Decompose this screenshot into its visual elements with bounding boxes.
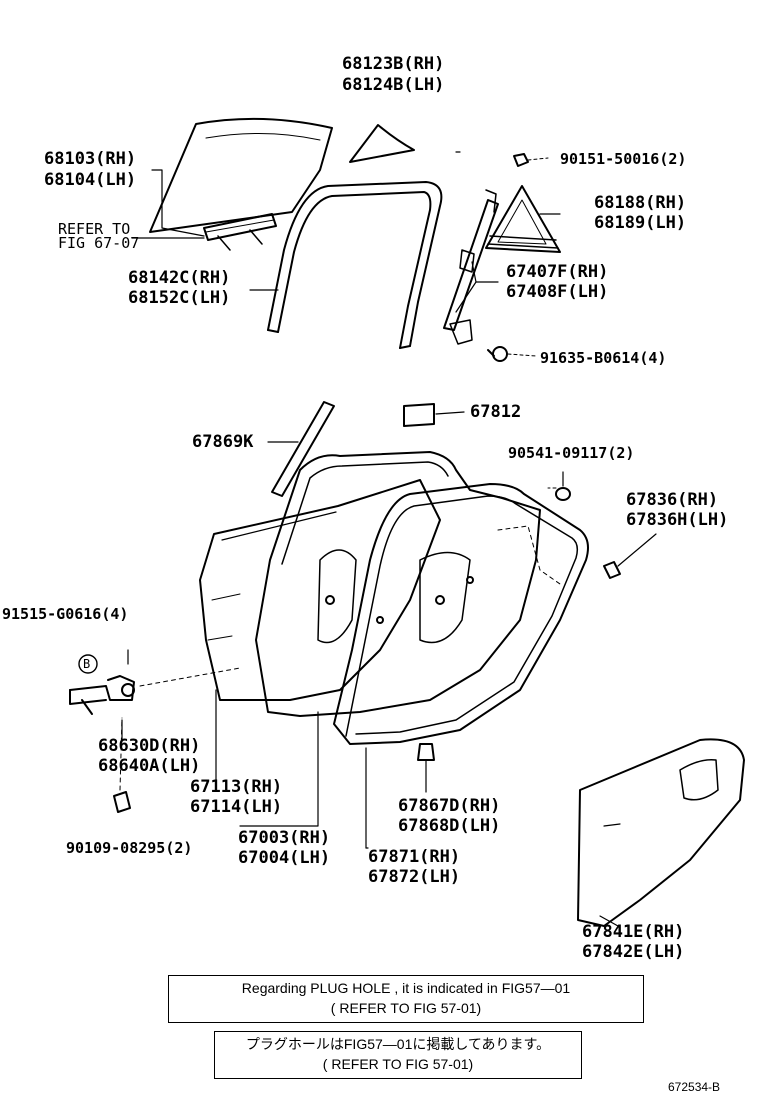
part-label-67004-lh: 67004(LH): [238, 848, 331, 868]
refer-to-label: REFER TO: [58, 220, 131, 238]
part-label-67871-rh: 67871(RH): [368, 847, 461, 867]
part-label-68188-rh: 68188(RH): [594, 193, 687, 213]
part-label-68142c-rh: 68142C(RH): [128, 268, 231, 288]
note-japanese-line-1: プラグホールはFIG57—01に掲載してあります。: [245, 1036, 551, 1052]
division-bar: [443, 189, 499, 345]
part-label-68104-lh: 68104(LH): [44, 170, 137, 190]
part-label-68124b-lh: 68124B(LH): [342, 75, 445, 95]
part-label-68123b-rh: 68123B(RH): [342, 54, 445, 74]
bolt-90109: [113, 791, 131, 813]
leader-lines-lower: [121, 649, 369, 849]
plug-hole-note-japanese: プラグホールはFIG57—01に掲載してあります。 ( REFER TO FIG…: [214, 1031, 582, 1079]
leader-lines-upper: [131, 151, 561, 313]
part-label-68630d-rh: 68630D(RH): [98, 736, 201, 756]
pad-67812: [403, 403, 435, 427]
door-weatherstrip-67871: [333, 483, 589, 745]
quarter-window-glass: [485, 185, 561, 253]
glass-channel: [203, 213, 277, 251]
callout-b: B: [83, 657, 91, 671]
screw-90151: [513, 153, 549, 167]
part-label-68189-lh: 68189(LH): [594, 213, 687, 233]
part-label-67836-rh: 67836(RH): [626, 490, 719, 510]
part-label-67836h-lh: 67836H(LH): [626, 510, 729, 530]
part-label-67868d-lh: 67868D(LH): [398, 816, 501, 836]
plug-hole-note-english: Regarding PLUG HOLE , it is indicated in…: [168, 975, 644, 1023]
note-english-line-2: ( REFER TO FIG 57-01): [330, 1000, 482, 1016]
quarter-glass: [349, 124, 415, 163]
weatherstrip-67869k: [271, 401, 335, 497]
part-label-67113-rh: 67113(RH): [190, 777, 283, 797]
note-japanese-line-2: ( REFER TO FIG 57-01): [322, 1056, 474, 1072]
part-label-67407f-rh: 67407F(RH): [506, 262, 609, 282]
part-label-68640a-lh: 68640A(LH): [98, 756, 201, 776]
part-label-67812: 67812: [470, 402, 522, 422]
clip-67836: [603, 533, 657, 579]
clip-90541: [547, 471, 571, 501]
part-label-90541-09117: 90541-09117(2): [508, 444, 635, 462]
part-label-67841e-rh: 67841E(RH): [582, 922, 685, 942]
part-label-67408f-lh: 67408F(LH): [506, 282, 609, 302]
fig-67-07-label: FIG 67-07: [58, 234, 140, 252]
part-label-67114-lh: 67114(LH): [190, 797, 283, 817]
door-hinge: [69, 675, 135, 715]
part-label-91635-b0614: 91635-B0614(4): [540, 349, 667, 367]
part-label-67869k: 67869K: [192, 432, 254, 452]
part-label-67872-lh: 67872(LH): [368, 867, 461, 887]
part-label-67003-rh: 67003(RH): [238, 828, 331, 848]
part-label-91515-g0616: 91515-G0616(4): [2, 605, 129, 623]
part-label-68152c-lh: 68152C(LH): [128, 288, 231, 308]
glass-run-channel: [267, 181, 443, 349]
door-outer-panel: [199, 479, 441, 701]
note-english-line-1: Regarding PLUG HOLE , it is indicated in…: [241, 980, 571, 996]
callout-b-circle: [78, 654, 98, 674]
figure-id: 672534-B: [668, 1080, 721, 1094]
part-label-67842e-lh: 67842E(LH): [582, 942, 685, 962]
clip-67867: [417, 743, 435, 793]
door-glass: [149, 117, 333, 233]
part-label-68103-rh: 68103(RH): [44, 149, 137, 169]
part-label-90151-50016: 90151-50016(2): [560, 150, 687, 168]
part-label-90109-08295: 90109-08295(2): [66, 839, 193, 857]
part-label-67867d-rh: 67867D(RH): [398, 796, 501, 816]
door-inner-panel: [255, 451, 541, 717]
service-hole-cover: [577, 738, 745, 927]
bolt-91635: [487, 346, 537, 362]
